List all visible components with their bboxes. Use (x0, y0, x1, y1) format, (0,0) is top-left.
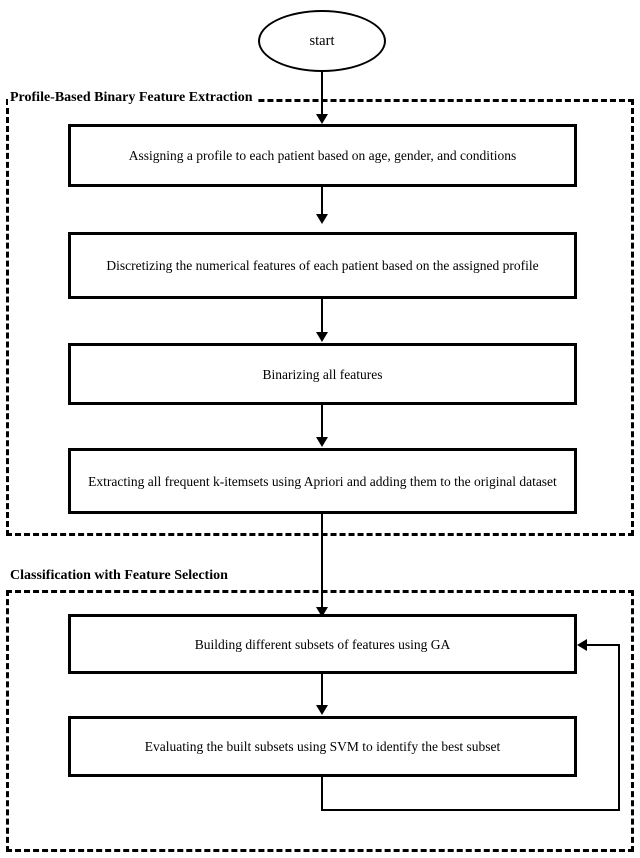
feedback-loop-top-segment (587, 644, 620, 646)
step-discretize: Discretizing the numerical features of e… (68, 232, 577, 299)
feedback-loop-bottom-segment (321, 809, 620, 811)
connector-start-to-assign-arrow (316, 114, 328, 124)
connector-assign-to-discretize-line (321, 187, 323, 222)
connector-ga-to-svm-line (321, 674, 323, 713)
connector-start-to-assign-line (321, 72, 323, 116)
step-ga-subsets-label: Building different subsets of features u… (194, 636, 451, 652)
connector-discretize-to-binarize-line (321, 299, 323, 340)
feedback-loop-down-segment (321, 777, 323, 810)
connector-apriori-to-ga-line (321, 514, 323, 615)
start-label: start (309, 32, 335, 49)
connector-apriori-to-ga-arrow (316, 607, 328, 617)
step-assign-profile: Assigning a profile to each patient base… (68, 124, 577, 187)
feedback-loop-right-segment (618, 644, 620, 811)
step-svm-eval-label: Evaluating the built subsets using SVM t… (144, 739, 501, 754)
step-ga-subsets: Building different subsets of features u… (68, 614, 577, 674)
connector-ga-to-svm-arrow (316, 705, 328, 715)
step-apriori-label: Extracting all frequent k-itemsets using… (88, 473, 557, 489)
connector-assign-to-discretize-arrow (316, 214, 328, 224)
connector-binarize-to-apriori-line (321, 405, 323, 445)
connector-discretize-to-binarize-arrow (316, 332, 328, 342)
step-svm-eval: Evaluating the built subsets using SVM t… (68, 716, 577, 777)
group-feature-extraction (6, 99, 634, 536)
feedback-loop-arrowhead (577, 639, 587, 651)
step-binarize-label: Binarizing all features (262, 366, 383, 382)
group-classification-title: Classification with Feature Selection (8, 568, 232, 584)
step-apriori: Extracting all frequent k-itemsets using… (68, 448, 577, 514)
step-binarize: Binarizing all features (68, 343, 577, 405)
connector-binarize-to-apriori-arrow (316, 437, 328, 447)
group-feature-extraction-title: Profile-Based Binary Feature Extraction (8, 90, 257, 106)
start-terminator: start (258, 10, 386, 72)
step-discretize-label: Discretizing the numerical features of e… (106, 258, 539, 273)
step-assign-profile-label: Assigning a profile to each patient base… (128, 148, 517, 163)
group-classification (6, 590, 634, 852)
